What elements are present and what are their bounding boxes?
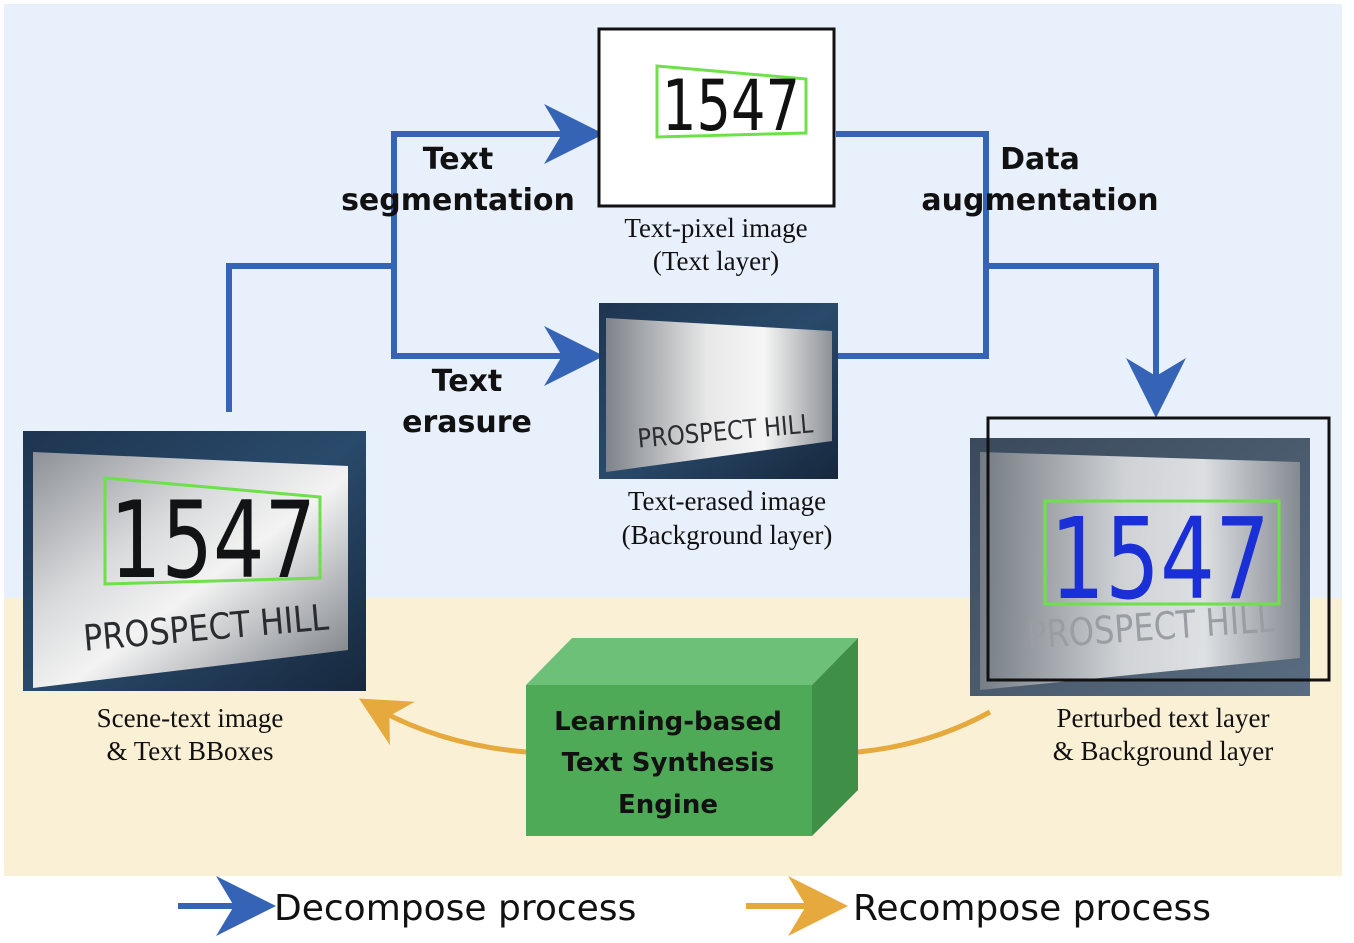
text-segmentation-label-line2: segmentation xyxy=(341,183,575,218)
perturbed-image: PROSPECT HILL 1547 xyxy=(970,416,1331,696)
scene-text-digits: 1547 xyxy=(110,479,316,602)
recompose-arrow-in xyxy=(857,709,992,755)
text-erasure-label-line2: erasure xyxy=(402,405,532,440)
recompose-arrows xyxy=(358,698,992,755)
perturbed-bbox xyxy=(1043,499,1281,606)
scene-text-caption-line1: Scene-text image xyxy=(97,703,284,733)
perturbed-frame xyxy=(986,416,1331,682)
synthesis-engine-box xyxy=(526,638,858,836)
decompose-arrows xyxy=(226,104,1186,418)
perturbed-caption-line1: Perturbed text layer xyxy=(1057,703,1270,733)
legend: Decompose process Recompose process xyxy=(178,876,1211,936)
data-augmentation-label-line1: Data xyxy=(1000,142,1080,177)
text-pixel-bbox xyxy=(655,64,808,139)
legend-recompose-label: Recompose process xyxy=(853,888,1211,929)
text-erased-caption-line2: (Background layer) xyxy=(622,520,833,550)
scene-to-split-connector xyxy=(226,263,394,412)
engine-label-line3: Engine xyxy=(618,790,718,820)
engine-front-face xyxy=(526,685,812,836)
text-pixel-caption-line1: Text-pixel image xyxy=(624,213,807,243)
text-pixel-image: 1547 xyxy=(597,27,836,208)
text-pixel-caption-line2: (Text layer) xyxy=(653,246,779,276)
text-erased-caption-line1: Text-erased image xyxy=(628,486,826,516)
data-augmentation-label-line2: augmentation xyxy=(921,183,1158,218)
recompose-arrow-out xyxy=(358,698,527,755)
erasure-arrow xyxy=(391,266,604,386)
text-segmentation-label-line1: Text xyxy=(423,142,494,177)
engine-label-line1: Learning-based xyxy=(554,707,782,737)
perturbed-digits: 1547 xyxy=(1050,495,1270,625)
text-erased-image: PROSPECT HILL xyxy=(599,303,838,479)
scene-text-image: 1547 PROSPECT HILL xyxy=(23,431,366,691)
engine-label-line2: Text Synthesis xyxy=(562,748,775,778)
scene-text-bbox xyxy=(103,476,322,586)
text-layer-connector xyxy=(836,131,989,359)
perturbed-caption-line2: & Background layer xyxy=(1053,736,1273,766)
engine-side-face xyxy=(812,638,858,836)
text-pixel-digits: 1547 xyxy=(662,65,800,147)
text-erasure-label-line1: Text xyxy=(432,364,503,399)
augmentation-arrow xyxy=(986,263,1186,418)
legend-decompose-label: Decompose process xyxy=(274,888,636,929)
scene-text-caption-line2: & Text BBoxes xyxy=(106,736,273,766)
engine-top-face xyxy=(526,638,858,685)
